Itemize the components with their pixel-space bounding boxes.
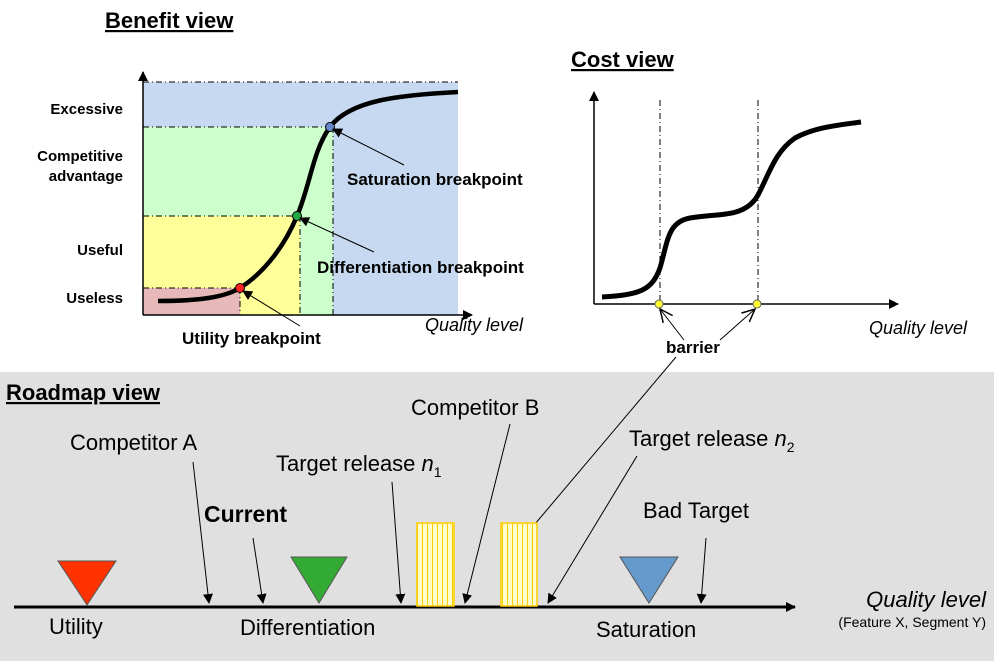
target-release-n2-label: Target release n2 (629, 426, 795, 455)
differentiation-breakpoint-label: Differentiation breakpoint (317, 258, 524, 277)
barrier-guides (659, 100, 759, 304)
roadmap-view: Roadmap view Competitor A Competitor B C… (0, 356, 994, 661)
level-useless: Useless (66, 290, 123, 307)
target-n2-pointer (547, 455, 638, 604)
barrier-point-2 (752, 299, 762, 309)
saturation-breakpoint-label: Saturation breakpoint (347, 170, 523, 189)
barrier-pointer-1 (660, 309, 685, 341)
roadmap-background (0, 372, 994, 661)
level-advantage: advantage (49, 168, 123, 185)
barrier-label: barrier (666, 338, 720, 357)
utility-label: Utility (49, 614, 103, 639)
benefit-view-title: Benefit view (105, 8, 234, 33)
current-pointer (252, 537, 267, 604)
release-box-n1 (416, 522, 455, 607)
cost-curve (601, 119, 862, 300)
benefit-view: Benefit view Excessive Competitive advan… (37, 8, 524, 348)
barrier-point-1 (654, 299, 664, 309)
roadmap-x-axis-label: Quality level (866, 587, 987, 612)
saturation-pointer (332, 128, 405, 166)
competitor-a-pointer (192, 461, 213, 604)
cost-x-axis-label: Quality level (869, 318, 968, 338)
target-n1-pointer (391, 481, 406, 604)
level-competitive: Competitive (37, 148, 123, 165)
breakpoint-guides (143, 81, 458, 315)
saturation-breakpoint-dot (325, 122, 335, 132)
saturation-marker (619, 556, 679, 604)
level-excessive: Excessive (50, 101, 123, 118)
roadmap-x-axis-sublabel: (Feature X, Segment Y) (838, 614, 986, 630)
differentiation-marker (290, 556, 348, 604)
competitor-b-label: Competitor B (411, 395, 539, 420)
competitor-b-pointer (462, 423, 511, 604)
differentiation-breakpoint-dot (292, 211, 302, 221)
cost-view-title: Cost view (571, 47, 675, 72)
utility-breakpoint-label: Utility breakpoint (182, 329, 321, 348)
release-box-n2 (500, 522, 538, 607)
roadmap-view-title: Roadmap view (6, 380, 161, 405)
differentiation-pointer (299, 217, 375, 253)
bad-target-label: Bad Target (643, 498, 749, 523)
competitor-a-label: Competitor A (70, 430, 197, 455)
level-useful: Useful (77, 242, 123, 259)
current-label: Current (204, 501, 287, 527)
bad-target-pointer (696, 537, 707, 604)
cost-view: Cost view Quality level barrier (571, 47, 968, 357)
target-release-n1-label: Target release n1 (276, 451, 442, 480)
benefit-x-axis-label: Quality level (425, 315, 524, 335)
saturation-label: Saturation (596, 617, 696, 642)
utility-pointer (242, 290, 301, 327)
differentiation-label: Differentiation (240, 615, 375, 640)
utility-marker (57, 560, 117, 606)
barrier-to-release-pointer (524, 356, 677, 537)
utility-breakpoint-dot (235, 283, 245, 293)
barrier-pointer-2 (719, 309, 755, 341)
